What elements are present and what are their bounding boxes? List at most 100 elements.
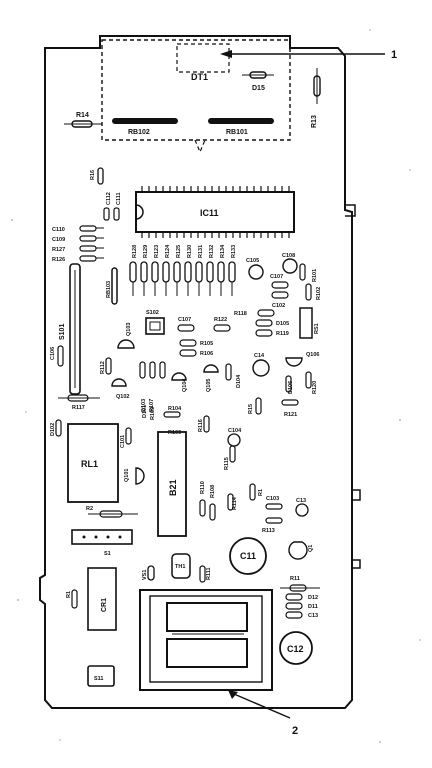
r16-resistor (97, 167, 104, 185)
label-r111: R111 (206, 567, 212, 580)
d105-diode (255, 319, 273, 327)
label-s101: S101 (59, 324, 66, 340)
label-th1: TH1 (175, 564, 185, 570)
dt1-tab (194, 139, 206, 154)
label-r119: R119 (276, 331, 289, 337)
label-dt1: DT1 (191, 72, 208, 82)
d104-diode (225, 363, 232, 381)
label-c106: C106 (50, 347, 56, 360)
r102-resistor (305, 283, 312, 301)
rb103-bar (111, 267, 118, 305)
label-rl1: RL1 (81, 459, 98, 469)
label-c101: C101 (120, 435, 126, 448)
q104-transistor (171, 372, 187, 381)
label-r124: R124 (165, 244, 171, 258)
c14-cap (252, 359, 270, 377)
r115-resistor (229, 445, 236, 463)
label-r14: R14 (76, 112, 89, 119)
label-r117: R117 (72, 405, 85, 411)
label-r129: R129 (143, 245, 149, 258)
callout-1: 1 (391, 49, 397, 61)
r2-resistor (99, 510, 123, 518)
label-r107: R107 (149, 399, 155, 412)
c112-cap (103, 207, 110, 221)
scan-speckles (11, 29, 421, 743)
label-r110: R110 (200, 481, 206, 494)
label-c110: C110 (52, 227, 65, 233)
label-r16: R16 (90, 170, 96, 180)
ic11-pins (141, 186, 290, 238)
label-r1: R1 (66, 591, 72, 598)
label-r123: R123 (154, 245, 160, 258)
label-d101: D101 (142, 405, 148, 418)
callout-1-arrowhead (220, 50, 232, 58)
r120-resistor (305, 371, 312, 389)
label-r114: R114 (232, 496, 238, 510)
label-rb103: RB103 (106, 281, 112, 298)
label-q106: Q106 (306, 352, 319, 358)
label-r102: R102 (316, 287, 322, 300)
vs1-varistor (147, 565, 155, 581)
r1-resistor (71, 589, 78, 609)
c101-cap (125, 427, 132, 445)
label-r109: R109 (150, 407, 156, 420)
label-d11: D11 (308, 604, 318, 610)
label-s1: S1 (104, 551, 111, 557)
label-r101: R101 (312, 269, 318, 282)
r111-resistor (199, 565, 206, 583)
label-r134: R134 (220, 244, 226, 258)
r117-resistor (67, 394, 89, 402)
label-c108: C108 (282, 253, 295, 259)
rl1-relay (67, 423, 119, 503)
label-r122: R122 (214, 317, 227, 323)
r104-resistor (163, 411, 181, 418)
s11-switch (87, 665, 115, 687)
board-outline (39, 35, 353, 709)
th1-thermistor (171, 553, 191, 579)
label-r113: R113 (262, 528, 275, 534)
resistors-r110-r108-r114 (199, 483, 256, 521)
label-s11: S11 (94, 676, 103, 682)
c102-cap (271, 291, 289, 299)
label-r105: R105 (200, 341, 213, 347)
label-r106: R106 (200, 351, 213, 357)
r122-resistor (213, 324, 231, 332)
callout-2-leader (233, 693, 291, 719)
q103-transistor (117, 339, 135, 349)
ic11-chip (135, 191, 295, 233)
label-r121: R121 (284, 412, 297, 418)
label-q1: Q1 (308, 545, 314, 552)
label-d15: D15 (252, 85, 265, 92)
r116-resistor (203, 415, 210, 433)
dt1-connector (176, 43, 230, 73)
label-r133: R133 (231, 245, 237, 258)
label-r116: R116 (198, 419, 204, 432)
label-c11: C11 (240, 551, 256, 561)
label-rb101: RB101 (226, 129, 248, 136)
label-ic11: IC11 (200, 208, 219, 218)
c13-lower-cap (285, 611, 303, 619)
rs1-relay (299, 307, 313, 339)
c108-cap (282, 258, 298, 274)
label-r120: R120 (312, 381, 318, 394)
label-q103: Q103 (126, 323, 132, 336)
q101-transistor (135, 467, 145, 485)
label-r112: R112 (100, 361, 106, 374)
label-r103: R103 (168, 430, 181, 436)
label-r131: R131 (198, 245, 204, 258)
c11-cap (229, 537, 267, 575)
r113-resistor (265, 517, 283, 524)
c107-right-cap (271, 281, 289, 289)
r118-resistor (257, 309, 275, 317)
d11-diode (285, 602, 303, 610)
label-c111: C111 (116, 192, 122, 205)
display-dt1-dashed-area (101, 39, 291, 141)
label-r11: R11 (290, 576, 300, 582)
label-c109: C109 (52, 237, 65, 243)
label-r118: R118 (234, 311, 247, 317)
c12-cap (279, 631, 313, 665)
cr1-component (87, 567, 117, 631)
label-r126: R126 (52, 257, 65, 263)
label-d103: D103 (141, 399, 147, 412)
